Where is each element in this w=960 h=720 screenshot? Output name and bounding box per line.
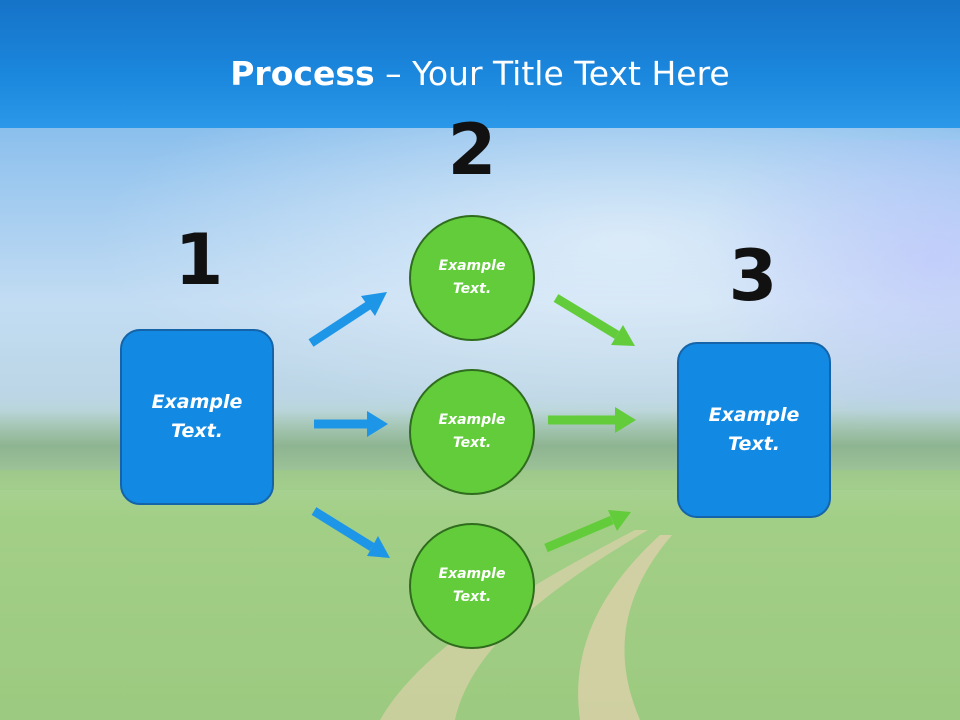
title-bold: Process	[230, 54, 375, 93]
arrow-green-middle	[548, 407, 636, 433]
circle-bottom-text: Example Text.	[438, 566, 506, 605]
circle-bottom: Example Text.	[409, 523, 535, 649]
left-box-text: Example Text.	[151, 391, 243, 442]
circle-top-text: Example Text.	[438, 258, 506, 297]
step-number-2: 2	[447, 109, 497, 191]
arrow-blue-down	[311, 507, 390, 558]
circle-middle-text: Example Text.	[438, 412, 506, 451]
right-box-text: Example Text.	[708, 404, 800, 455]
arrow-green-down	[553, 294, 635, 346]
left-box: Example Text.	[120, 329, 274, 505]
right-box: Example Text.	[677, 342, 831, 518]
arrow-blue-up	[308, 292, 387, 347]
circle-middle: Example Text.	[409, 369, 535, 495]
arrow-green-up	[544, 510, 631, 553]
title-rest: – Your Title Text Here	[374, 54, 730, 93]
title-bar: Process – Your Title Text Here	[0, 0, 960, 128]
arrow-blue-middle	[314, 411, 388, 437]
slide-title: Process – Your Title Text Here	[0, 52, 960, 96]
step-number-1: 1	[174, 219, 224, 301]
step-number-3: 3	[728, 235, 778, 317]
circle-top: Example Text.	[409, 215, 535, 341]
